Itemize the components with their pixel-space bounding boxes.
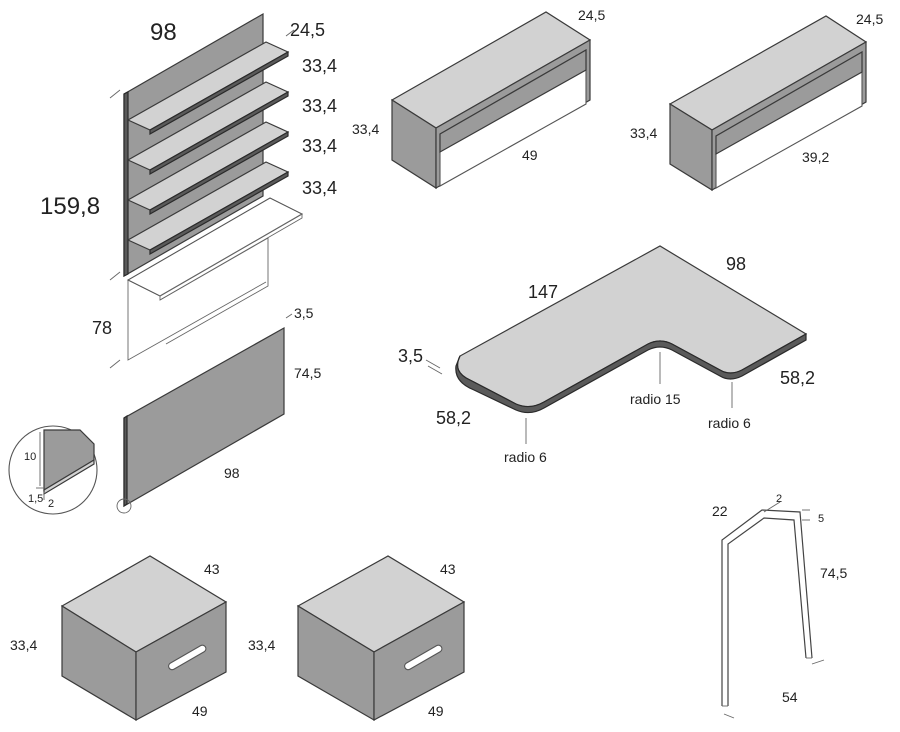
shelf-back-edge	[123, 91, 129, 277]
cabinet-right-width-label: 39,2	[802, 149, 829, 165]
desk-radius-right-label: radio 6	[708, 415, 751, 431]
drawer-unit-left	[60, 555, 228, 722]
shelf-1	[126, 41, 290, 136]
shelf-spacing-1: 33,4	[302, 56, 337, 76]
detail-dim-c: 2	[48, 498, 54, 510]
shelf-height-label: 159,8	[40, 193, 100, 220]
detail-dim-a: 10	[24, 451, 36, 463]
drawer-unit-right	[296, 555, 466, 722]
drawer-left-height-label: 33,4	[10, 637, 37, 653]
desk-depth-left-label: 58,2	[436, 408, 471, 428]
desk-length-label: 147	[528, 282, 558, 302]
panel-width-label: 98	[224, 465, 240, 481]
drawer-handle-right	[404, 644, 443, 671]
shelf-unit	[109, 12, 304, 369]
shelf-spacing-2: 33,4	[302, 96, 337, 116]
drawer-right-depth-label: 43	[440, 561, 456, 577]
desk-radius-inner-label: radio 15	[630, 391, 681, 407]
cabinet-right	[668, 15, 868, 192]
shelf-spacing-4: 33,4	[302, 178, 337, 198]
shelf-2	[126, 81, 290, 176]
leg-dim-a-label: 22	[712, 503, 728, 519]
detail-dim-b: 1,5	[28, 493, 43, 505]
shelf-width-label: 98	[150, 19, 177, 46]
desk-radius-left-label: radio 6	[504, 449, 547, 465]
leg-dim-c-label: 5	[818, 513, 824, 525]
cabinet-left-height-label: 33,4	[352, 121, 379, 137]
drawer-left-width-label: 49	[192, 703, 208, 719]
shelf-4	[126, 161, 290, 256]
cabinet-left	[390, 11, 592, 190]
drawer-left-depth-label: 43	[204, 561, 220, 577]
panel-height-label: 74,5	[294, 365, 321, 381]
desk-thickness-label: 3,5	[398, 346, 423, 366]
shelf-spacing-3: 33,4	[302, 136, 337, 156]
shelf-3	[126, 121, 290, 216]
drawer-handle-left	[168, 644, 207, 671]
leg-height-label: 74,5	[820, 565, 847, 581]
cabinet-right-depth-label: 24,5	[856, 11, 883, 27]
cabinet-right-height-label: 33,4	[630, 125, 657, 141]
cabinet-left-width-label: 49	[522, 147, 538, 163]
desk-depth-right-label: 58,2	[780, 368, 815, 388]
modesty-panel	[116, 313, 293, 514]
panel-thickness-label: 3,5	[294, 305, 314, 321]
shelf-lower-height-label: 78	[92, 318, 112, 338]
shelf-depth-label: 24,5	[290, 20, 325, 40]
panel-detail	[8, 425, 98, 515]
drawer-right-width-label: 49	[428, 703, 444, 719]
desk-leg	[721, 501, 825, 719]
desk-return-label: 98	[726, 254, 746, 274]
cabinet-left-depth-label: 24,5	[578, 7, 605, 23]
l-desk	[425, 245, 808, 444]
drawer-right-height-label: 33,4	[248, 637, 275, 653]
leg-depth-label: 54	[782, 689, 798, 705]
leg-dim-b-label: 2	[776, 493, 782, 505]
